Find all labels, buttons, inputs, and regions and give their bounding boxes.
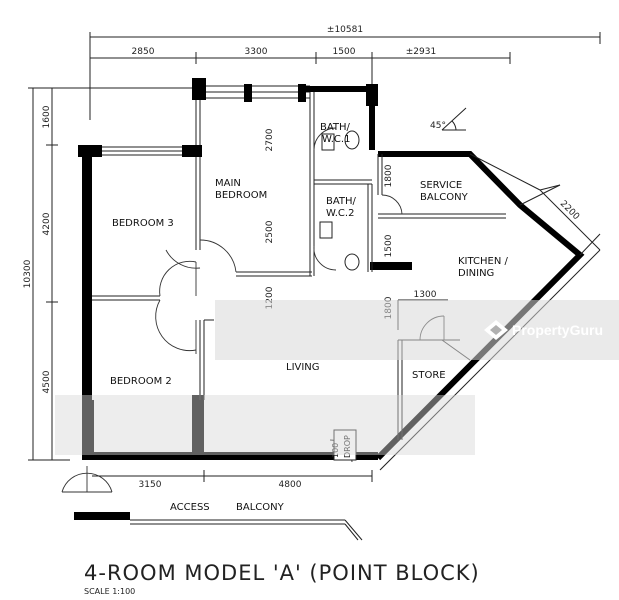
living-label: LIVING xyxy=(286,362,320,373)
angle-label: 45° xyxy=(430,121,446,131)
service-dim-2: 1500 xyxy=(384,234,394,257)
left-dim-2: 4200 xyxy=(42,212,52,235)
left-dimension-lines xyxy=(28,87,200,461)
bottom-dim-2: 4800 xyxy=(279,480,302,490)
service-dim-1: 1800 xyxy=(384,164,394,187)
watermark-logo-icon xyxy=(484,320,508,340)
balcony-label: BALCONY xyxy=(236,502,285,513)
top-dim-1: 2850 xyxy=(132,47,155,57)
refuse-label-1: 100 xyxy=(331,443,340,458)
inner-dim-1: 2700 xyxy=(265,128,275,151)
plan-title: 4-ROOM MODEL 'A' (POINT BLOCK) xyxy=(84,561,480,585)
top-dim-4: ±2931 xyxy=(406,47,436,57)
bedroom2-label: BEDROOM 2 xyxy=(110,376,172,387)
bottom-dimension-lines xyxy=(92,470,373,482)
refuse-drop xyxy=(333,429,357,461)
access-balcony xyxy=(74,512,363,541)
main-bedroom-label-2: BEDROOM xyxy=(215,190,267,201)
access-label: ACCESS xyxy=(170,502,210,513)
inner-dim-3: 1200 xyxy=(265,286,275,309)
top-dim-2: 3300 xyxy=(245,47,268,57)
watermark-band-lower xyxy=(55,395,475,455)
store-dim: 1300 xyxy=(414,290,437,300)
kitchen-label-2: DINING xyxy=(458,268,494,279)
bedroom3-label: BEDROOM 3 xyxy=(112,218,174,229)
bottom-dim-1: 3150 xyxy=(139,480,162,490)
service-balcony-label-2: BALCONY xyxy=(420,192,469,203)
refuse-label-2: DROP xyxy=(343,435,352,458)
kitchen-label-1: KITCHEN / xyxy=(458,256,509,267)
top-dimension-lines xyxy=(89,32,601,120)
bath2-label-1: BATH/ xyxy=(326,196,357,207)
overall-height-label: 10300 xyxy=(23,259,33,288)
plan-scale: SCALE 1:100 xyxy=(84,587,135,596)
main-bedroom-label-1: MAIN xyxy=(215,178,241,189)
overall-width-label: ±10581 xyxy=(327,25,363,35)
bath2-label-2: W.C.2 xyxy=(326,208,354,219)
top-dim-3: 1500 xyxy=(333,47,356,57)
bath1-label-2: W.C.1 xyxy=(322,134,350,145)
store-label: STORE xyxy=(412,370,446,381)
service-balcony-label-1: SERVICE xyxy=(420,180,462,191)
watermark-band xyxy=(215,300,619,360)
left-dim-3: 4500 xyxy=(42,370,52,393)
bath1-label-1: BATH/ xyxy=(320,122,351,133)
angle-marker xyxy=(441,107,467,131)
left-dim-1: 1600 xyxy=(42,105,52,128)
bath-fixtures xyxy=(319,130,360,271)
inner-dim-2: 2500 xyxy=(265,220,275,243)
watermark-text: PropertyGuru xyxy=(512,322,603,338)
